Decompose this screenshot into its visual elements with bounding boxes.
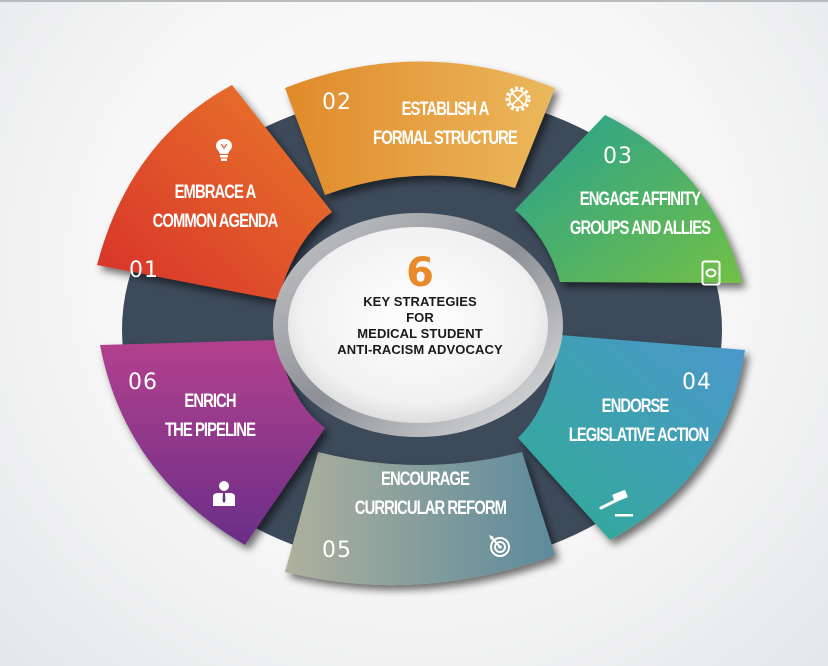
gear-icon	[505, 86, 531, 112]
segment-06-number: 06	[128, 370, 158, 395]
center-number: 6	[406, 250, 434, 296]
segment-05-number: 05	[322, 538, 352, 563]
lightbulb-icon	[216, 139, 232, 161]
center-line-4: ANTI-RACISM ADVOCACY	[337, 342, 503, 357]
segment-02-shape[interactable]	[285, 61, 555, 196]
segment-05-shape[interactable]	[285, 452, 555, 586]
segment-01-shape[interactable]	[97, 85, 332, 300]
tablet-icon	[701, 260, 721, 286]
center-line-1: KEY STRATEGIES	[363, 294, 477, 309]
segment-04-number: 04	[682, 370, 712, 395]
segment-03-number: 03	[603, 144, 633, 169]
segment-01-number: 01	[129, 258, 159, 283]
segment-04-shape[interactable]	[518, 335, 745, 540]
center-line-2: FOR	[406, 310, 434, 325]
center-line-3: MEDICAL STUDENT	[357, 326, 483, 341]
segment-03-shape[interactable]	[515, 115, 742, 283]
center-disc	[288, 227, 548, 423]
segment-06-shape[interactable]	[100, 340, 325, 545]
target-icon	[489, 535, 510, 557]
center-title: 6 KEY STRATEGIES FOR MEDICAL STUDENT ANT…	[320, 252, 520, 358]
segment-02-number: 02	[322, 90, 352, 115]
gavel-icon	[599, 490, 633, 517]
top-border	[0, 0, 828, 2]
businessman-icon	[213, 481, 235, 506]
